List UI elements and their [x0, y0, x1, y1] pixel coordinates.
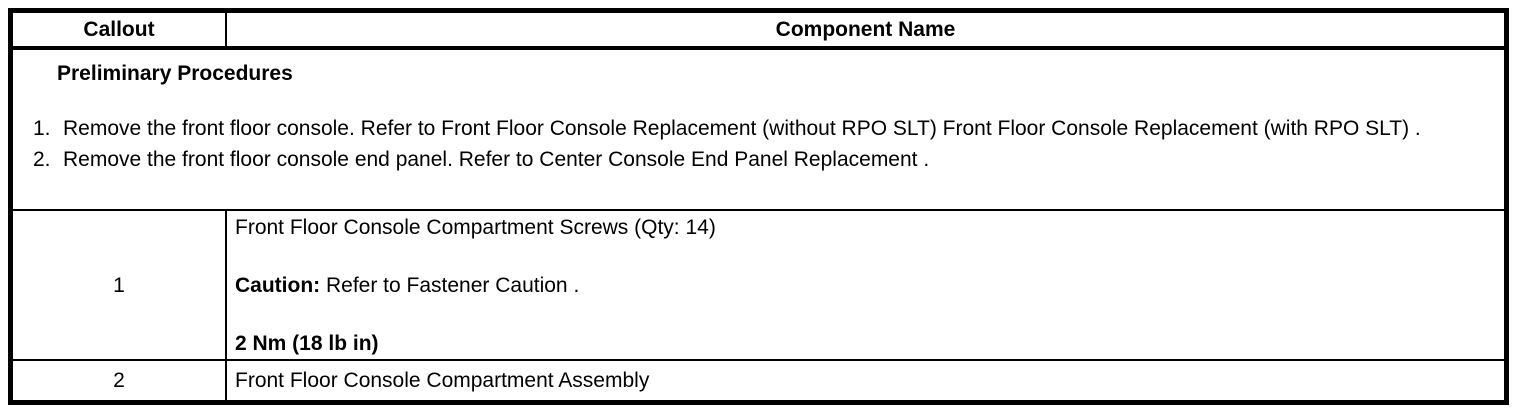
preliminary-steps-list: 1. Remove the front floor console. Refer… — [13, 115, 1504, 174]
step-number: 2. — [33, 148, 51, 171]
component-name-text: Front Floor Console Compartment Screws (… — [235, 216, 716, 239]
preliminary-step-1: 1. Remove the front floor console. Refer… — [13, 115, 1504, 143]
caution-text: Refer to Fastener Caution . — [320, 274, 580, 297]
step-number: 1. — [33, 117, 51, 140]
caution-label: Caution: — [235, 274, 321, 297]
component-table: Callout Component Name Preliminary Proce… — [8, 8, 1509, 405]
table-row-callout-1: 1 Front Floor Console Compartment Screws… — [13, 211, 1504, 361]
callout-number: 1 — [13, 211, 227, 359]
torque-spec: 2 Nm (18 lb in) — [235, 332, 379, 355]
component-cell: Front Floor Console Compartment Assembly — [227, 361, 1504, 400]
preliminary-procedures-title: Preliminary Procedures — [57, 62, 293, 85]
header-callout: Callout — [13, 13, 227, 46]
step-text: Remove the front floor console. Refer to… — [63, 117, 1421, 140]
caution-note: Caution: Refer to Fastener Caution . — [235, 274, 1496, 298]
preliminary-procedures-section: Preliminary Procedures 1. Remove the fro… — [13, 50, 1504, 211]
step-text: Remove the front floor console end panel… — [63, 148, 930, 171]
table-header-row: Callout Component Name — [13, 13, 1504, 50]
table-row-callout-2: 2 Front Floor Console Compartment Assemb… — [13, 361, 1504, 400]
preliminary-step-2: 2. Remove the front floor console end pa… — [13, 146, 1504, 174]
component-name-text: Front Floor Console Compartment Assembly — [235, 368, 650, 392]
component-cell: Front Floor Console Compartment Screws (… — [227, 211, 1504, 359]
header-component-name: Component Name — [775, 18, 956, 41]
callout-number: 2 — [13, 361, 227, 400]
